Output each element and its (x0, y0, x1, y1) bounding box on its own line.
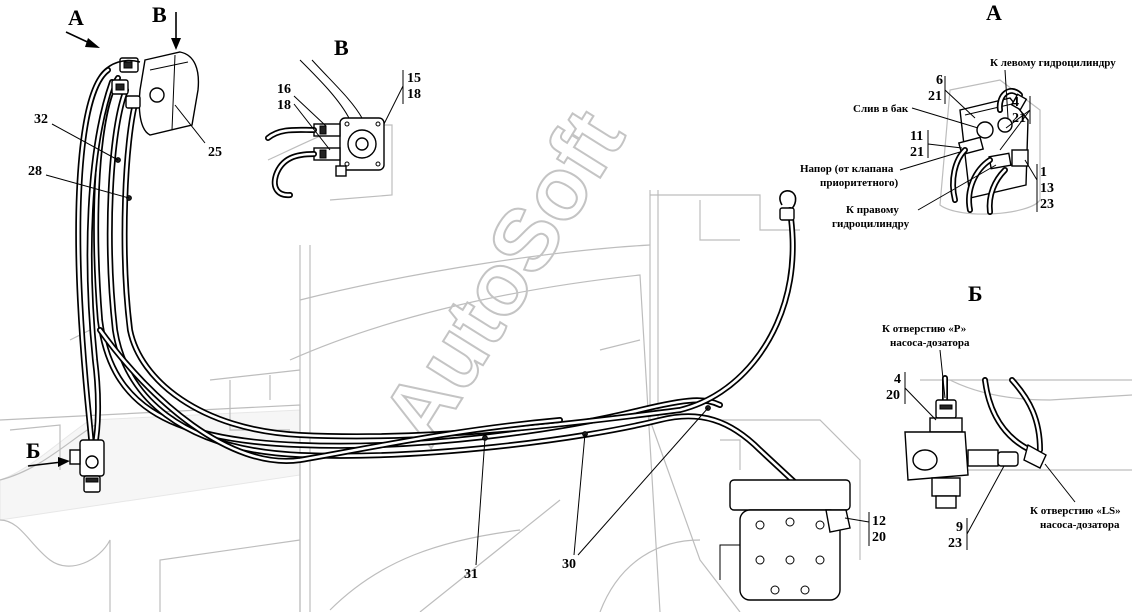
svg-text:Б: Б (968, 281, 983, 306)
svg-text:Б: Б (26, 438, 41, 463)
svg-text:20: 20 (872, 530, 886, 545)
view-marker-b-main: Б (26, 438, 70, 467)
watermark-text: AutoSoft (362, 93, 643, 460)
svg-text:К левому гидроцилиндру: К левому гидроцилиндру (990, 57, 1116, 69)
svg-text:Слив в бак: Слив в бак (853, 103, 909, 115)
svg-text:20: 20 (886, 388, 900, 403)
dosing-valve-lower-left (69, 439, 105, 493)
svg-text:1: 1 (1040, 165, 1047, 180)
detail-view-v: В 16 18 15 18 (265, 35, 421, 201)
svg-text:12: 12 (872, 514, 886, 529)
svg-text:В: В (334, 35, 349, 60)
svg-text:18: 18 (277, 98, 291, 113)
detail-view-a: А К левому гидроцилиндру 6 21 Слив в бак… (800, 0, 1116, 230)
svg-text:13: 13 (1040, 181, 1054, 196)
svg-text:25: 25 (208, 145, 222, 160)
svg-text:31: 31 (464, 567, 478, 582)
rear-hydraulic-unit (719, 479, 851, 601)
svg-text:23: 23 (948, 536, 962, 551)
svg-text:4: 4 (894, 372, 901, 387)
svg-text:28: 28 (28, 164, 42, 179)
svg-text:21: 21 (910, 145, 924, 160)
svg-text:В: В (152, 2, 167, 27)
svg-text:6: 6 (936, 73, 943, 88)
svg-text:А: А (986, 0, 1002, 25)
svg-text:30: 30 (562, 557, 576, 572)
svg-text:15: 15 (407, 71, 421, 86)
svg-text:К отверстию «LS»: К отверстию «LS» (1030, 505, 1121, 517)
svg-text:гидроцилиндру: гидроцилиндру (832, 218, 910, 230)
svg-text:насоса-дозатора: насоса-дозатора (1040, 519, 1120, 531)
svg-text:Напор (от клапана: Напор (от клапана (800, 163, 894, 175)
view-marker-v-main: В (152, 2, 181, 50)
svg-text:К правому: К правому (846, 204, 899, 216)
svg-text:18: 18 (407, 87, 421, 102)
main-hose-bundle (75, 67, 833, 518)
svg-text:9: 9 (956, 520, 963, 535)
svg-text:11: 11 (910, 129, 923, 144)
svg-text:4: 4 (1012, 95, 1019, 110)
view-marker-a-main: А (65, 5, 100, 48)
svg-text:насоса-дозатора: насоса-дозатора (890, 337, 970, 349)
svg-text:А: А (68, 5, 84, 30)
svg-text:приоритетного): приоритетного) (820, 177, 898, 189)
steering-pump-assembly (99, 51, 200, 136)
svg-text:21: 21 (928, 89, 942, 104)
svg-text:32: 32 (34, 112, 48, 127)
detail-view-b: Б К отверстию «Р» насоса-дозатора 4 20 К… (882, 281, 1132, 551)
svg-text:16: 16 (277, 82, 291, 97)
main-part-labels: 25 32 28 31 30 12 20 (28, 104, 886, 582)
svg-text:23: 23 (1040, 197, 1054, 212)
svg-text:К отверстию «Р»: К отверстию «Р» (882, 323, 966, 335)
hose-end-fitting-top (779, 190, 797, 221)
